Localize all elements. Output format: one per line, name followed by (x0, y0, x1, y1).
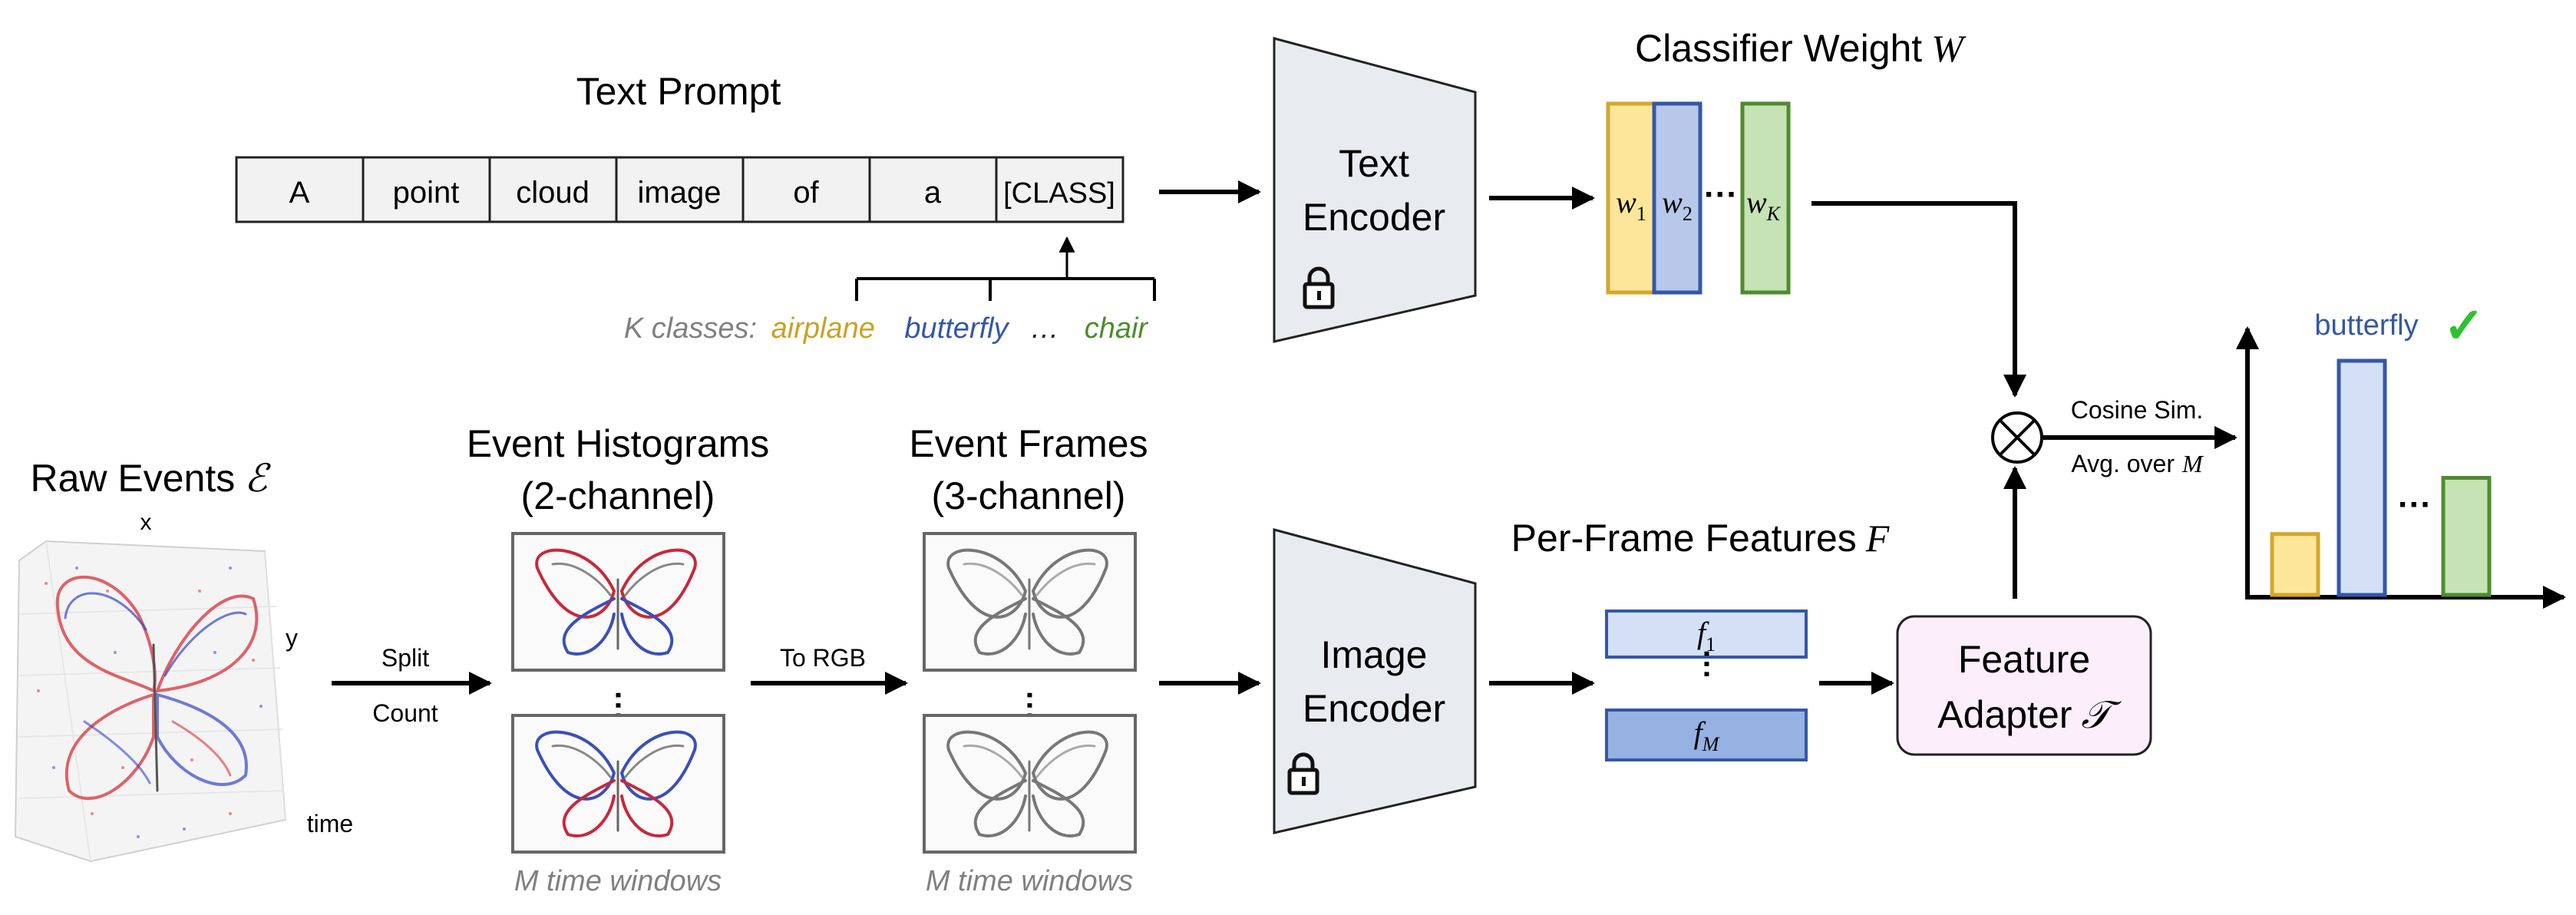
text-prompt-title: Text Prompt (576, 70, 781, 113)
event-frames-title: Event Frames (909, 422, 1148, 465)
split-label: Split (381, 644, 429, 672)
histogram-frame-m (511, 714, 725, 854)
prompt-token: image (638, 176, 722, 210)
prompt-token: a (924, 176, 942, 210)
k-classes-line: K classes: airplane butterfly … chair (624, 312, 1149, 345)
classifier-dots: ··· (1704, 176, 1738, 213)
image-encoder-line2: Encoder (1303, 687, 1445, 730)
result-label: butterfly (2314, 309, 2418, 342)
chart-bars (2270, 358, 2492, 597)
svg-text:w1: w1 (1616, 185, 1646, 225)
raw-events-axis-y: y (286, 624, 298, 652)
arrow-weights-to-multiply (1811, 201, 2026, 398)
class-butterfly: butterfly (904, 312, 1009, 345)
count-label: Count (372, 699, 438, 727)
svg-text:w2: w2 (1662, 185, 1693, 225)
text-encoder-line2: Encoder (1303, 196, 1445, 239)
lock-icon (1287, 752, 1319, 795)
classifier-weight-w2: w2 (1652, 101, 1702, 295)
prompt-token: of (793, 176, 819, 210)
event-histograms-subtitle: (2-channel) (521, 474, 715, 517)
classifier-weight-wk: wK (1740, 101, 1791, 295)
result-chart: ··· butterfly ✓ (2236, 298, 2566, 609)
prompt-token: cloud (516, 176, 590, 210)
text-encoder: Text Encoder (1273, 37, 1477, 343)
chart-bar-chair (2441, 476, 2492, 597)
frames-caption: M time windows (926, 865, 1133, 897)
features-vertical-dots: ··· (1689, 649, 1723, 680)
rgb-frame-1 (923, 532, 1137, 672)
raw-events-axis-x: x (140, 510, 152, 535)
histograms-caption: M time windows (514, 865, 722, 897)
prompt-token: point (393, 176, 460, 210)
feature-fm: fM (1605, 709, 1808, 761)
event-histograms-title: Event Histograms (467, 422, 770, 465)
chart-dots: ··· (2398, 486, 2432, 524)
svg-text:wK: wK (1746, 185, 1782, 225)
class-ellipsis: … (1030, 312, 1059, 345)
multiply-operator-icon (1991, 411, 2043, 464)
image-encoder-line1: Image (1321, 633, 1428, 676)
class-bracket (855, 236, 1156, 301)
text-encoder-line1: Text (1339, 142, 1409, 185)
cosine-sim-label: Cosine Sim. (2071, 396, 2204, 424)
image-encoder: Image Encoder (1273, 528, 1477, 834)
raw-events-point-cloud (14, 540, 287, 863)
k-classes-label: K classes: (624, 312, 757, 345)
chart-bar-airplane (2270, 532, 2320, 597)
prompt-token: A (289, 176, 310, 210)
prompt-token-class: [CLASS] (1003, 177, 1115, 210)
class-chair: chair (1085, 312, 1149, 345)
feature-adapter-line1: Feature (1958, 638, 2090, 681)
check-icon: ✓ (2443, 298, 2485, 353)
prompt-token-row: A point cloud image of a [CLASS] (235, 156, 1125, 223)
class-airplane: airplane (771, 312, 875, 345)
chart-bar-butterfly (2337, 358, 2387, 597)
event-frames-subtitle: (3-channel) (932, 474, 1126, 517)
feature-f1: f1 (1605, 609, 1808, 659)
classifier-weight-w1: w1 (1606, 101, 1656, 295)
rgb-frame-m (923, 714, 1137, 854)
to-rgb-label: To RGB (780, 644, 866, 672)
lock-icon (1303, 266, 1335, 309)
raw-events-axis-time: time (307, 810, 353, 837)
histogram-frame-1 (511, 532, 725, 672)
